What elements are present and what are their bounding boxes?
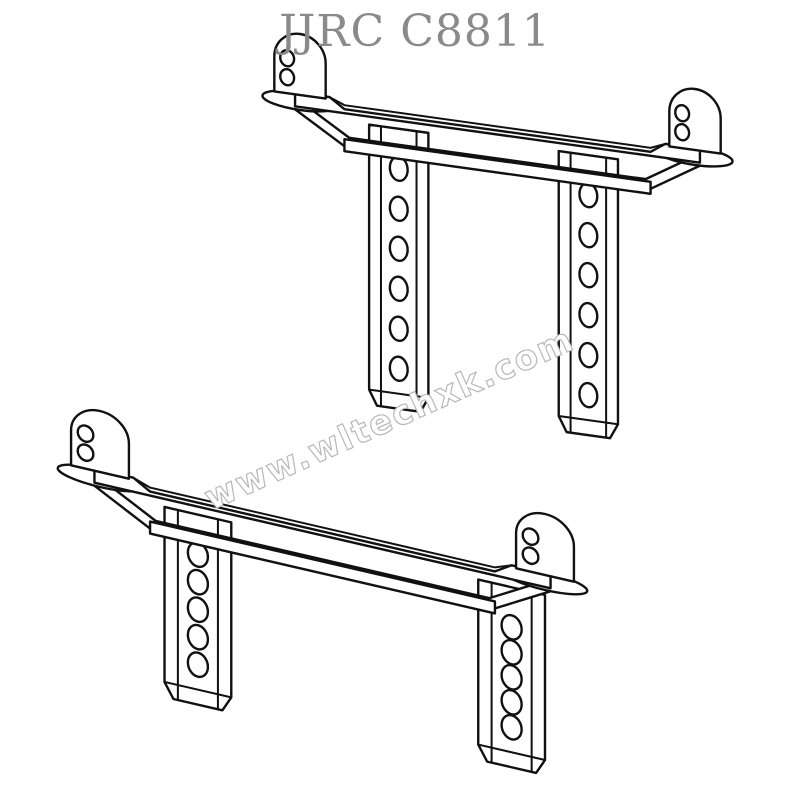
leg-hole <box>502 713 522 742</box>
leg-hole <box>390 196 408 222</box>
mount-hole <box>675 123 689 141</box>
leg-hole <box>390 356 408 382</box>
leg-hole <box>579 342 597 368</box>
top-rail-edge <box>330 97 666 150</box>
leg-hole <box>579 222 597 248</box>
leg <box>165 507 232 712</box>
leg-hole <box>390 236 408 262</box>
mount-hole <box>523 546 539 566</box>
leg-rib <box>165 507 232 712</box>
leg-hole <box>579 302 597 328</box>
mount-hole <box>523 527 539 547</box>
mount-hole <box>280 68 294 86</box>
leg-hole <box>579 262 597 288</box>
lower-rail <box>150 522 495 614</box>
leg-hole <box>188 595 208 624</box>
leg-hole <box>390 316 408 342</box>
lower-rail <box>344 139 650 194</box>
leg-hole <box>188 650 208 679</box>
leg-hole <box>188 568 208 597</box>
leg <box>478 580 545 775</box>
leg-body <box>369 125 428 413</box>
mount-post <box>669 85 720 153</box>
top-rail-edge <box>133 478 511 572</box>
leg-rib <box>369 125 428 413</box>
leg-rib <box>559 151 618 439</box>
mount-hole <box>78 443 94 463</box>
mount-post <box>516 507 574 581</box>
leg <box>369 125 428 413</box>
mount-post-dome <box>71 404 129 478</box>
leg-hole <box>188 623 208 652</box>
body-post-lower <box>58 401 588 795</box>
leg-hole <box>579 382 597 408</box>
mount-post <box>71 404 129 478</box>
mount-post <box>274 30 325 98</box>
mount-hole <box>280 49 294 67</box>
mount-post-dome <box>516 507 574 581</box>
body-post-upper <box>262 29 732 455</box>
leg-hole <box>390 276 408 302</box>
mount-hole <box>78 424 94 444</box>
leg <box>559 151 618 439</box>
mount-hole <box>675 104 689 122</box>
